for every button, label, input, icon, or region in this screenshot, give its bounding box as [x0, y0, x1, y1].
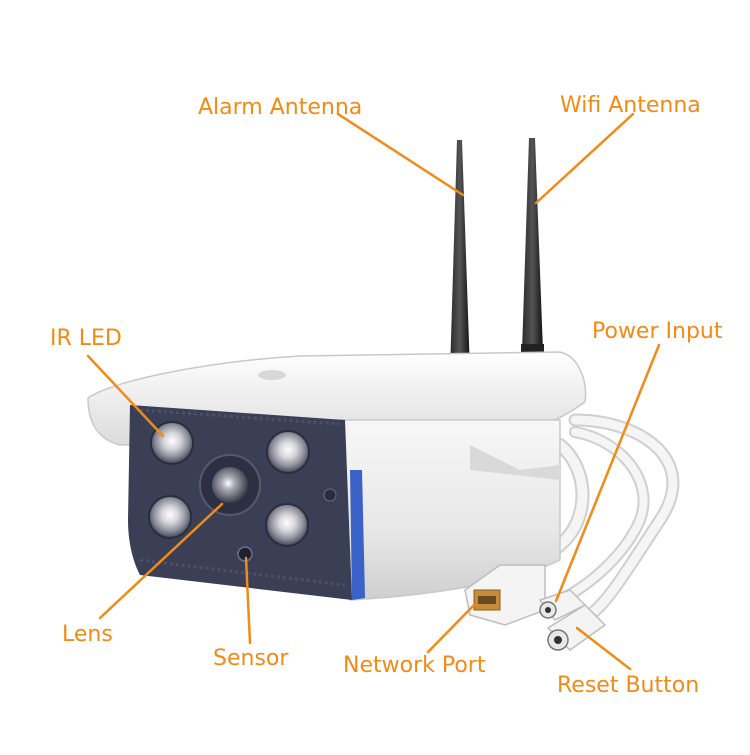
wifi-antenna: [521, 138, 544, 356]
leader-ir-led: [86, 354, 165, 438]
leader-power-input: [554, 343, 661, 603]
alarm-antenna: [449, 140, 471, 376]
callout-lines: [86, 112, 661, 671]
network-port-label: Network Port: [343, 653, 486, 678]
leader-lens: [98, 502, 224, 620]
ir-led-label: IR LED: [50, 326, 122, 351]
ir-leds: [148, 421, 310, 547]
leader-wifi-antenna: [534, 112, 635, 205]
reset-button-label: Reset Button: [557, 673, 700, 698]
power-input-label: Power Input: [592, 319, 723, 344]
lens-label: Lens: [62, 622, 113, 647]
leader-sensor: [244, 556, 252, 645]
wifi-antenna-label: Wifi Antenna: [560, 93, 701, 118]
leader-alarm-antenna: [336, 112, 465, 197]
leader-network-port: [426, 603, 476, 654]
camera-housing: [87, 351, 587, 601]
alarm-antenna-label: Alarm Antenna: [198, 95, 363, 120]
sensor-label: Sensor: [213, 646, 289, 671]
leader-reset-button: [575, 626, 632, 671]
cables: [513, 413, 680, 622]
lens: [199, 454, 261, 516]
network-port-connector: [464, 564, 546, 626]
